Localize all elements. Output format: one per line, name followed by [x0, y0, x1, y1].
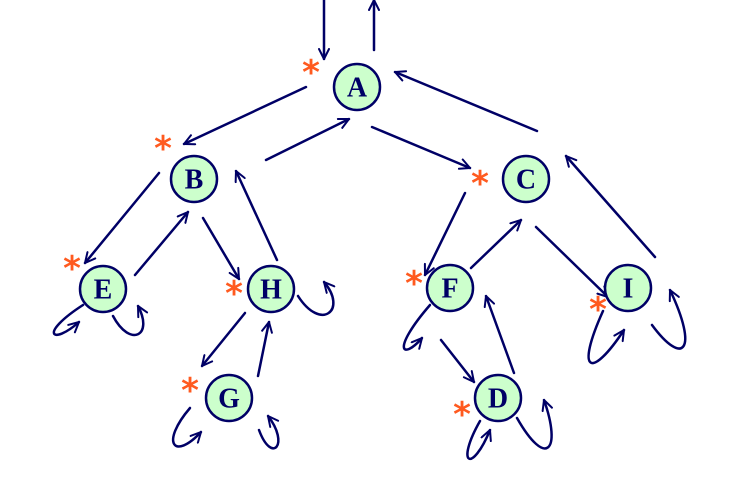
visit-marker-a: * [302, 53, 320, 93]
node-label: G [218, 384, 240, 415]
node-circle [473, 373, 523, 423]
visit-marker-d: * [453, 395, 471, 435]
tree-nodes-layer: A B C E H F I G D [78, 62, 653, 423]
node-c: C [501, 154, 551, 204]
node-circle [332, 62, 382, 112]
visit-marker-f: * [405, 264, 423, 304]
node-label: C [516, 165, 536, 196]
node-circle [204, 373, 254, 423]
node-label: I [623, 274, 634, 305]
path-g-to-h [256, 320, 273, 378]
visit-marker-i: * [589, 290, 607, 330]
path-h-to-g [200, 311, 247, 368]
visit-marker-h: * [225, 274, 243, 314]
node-a: A [332, 62, 382, 112]
visit-markers-layer: * * * * * * * * * [63, 53, 607, 435]
path-f-loop [402, 303, 432, 351]
node-e: E [78, 264, 128, 314]
node-b: B [169, 154, 219, 204]
node-label: E [94, 275, 113, 306]
path-f-to-d [439, 338, 476, 384]
traversal-path-layer [52, 0, 687, 461]
path-b-to-e [83, 171, 161, 265]
path-f-to-c [469, 218, 523, 270]
node-g: G [204, 373, 254, 423]
path-h-loop [296, 280, 336, 316]
path-i-loop-left [587, 309, 626, 365]
node-circle [246, 264, 296, 314]
visit-marker-b: * [154, 129, 172, 169]
path-d-loop-left [466, 419, 492, 461]
path-d-to-f [483, 294, 516, 375]
path-d-loop-right [515, 398, 554, 450]
node-circle [425, 263, 475, 313]
node-circle [603, 263, 653, 313]
path-e-loop [52, 303, 85, 337]
path-h-to-b [234, 169, 279, 262]
node-label: D [488, 384, 508, 415]
path-b-to-h [201, 216, 241, 281]
path-e-right-loop [111, 304, 149, 337]
path-c-to-i [534, 225, 610, 299]
path-i-loop-right [650, 288, 687, 350]
visit-marker-g: * [181, 371, 199, 411]
node-label: B [185, 165, 204, 196]
node-i: I [603, 263, 653, 313]
visit-marker-c: * [471, 164, 489, 204]
path-e-to-b [133, 210, 190, 277]
node-circle [169, 154, 219, 204]
path-g-loop-left [171, 406, 203, 448]
path-c-to-a [393, 70, 539, 133]
node-circle [501, 154, 551, 204]
node-circle [78, 264, 128, 314]
node-h: H [246, 264, 296, 314]
path-a-to-b [182, 85, 308, 146]
path-i-to-c [564, 154, 657, 259]
path-b-to-a [264, 117, 351, 162]
node-d: D [473, 373, 523, 423]
visit-marker-e: * [63, 249, 81, 289]
node-label: H [260, 275, 282, 306]
node-f: F [425, 263, 475, 313]
path-a-to-c [370, 125, 472, 170]
node-label: A [347, 73, 368, 104]
path-c-to-f [423, 191, 467, 277]
node-label: F [441, 274, 458, 305]
path-g-loop-right [257, 414, 280, 450]
